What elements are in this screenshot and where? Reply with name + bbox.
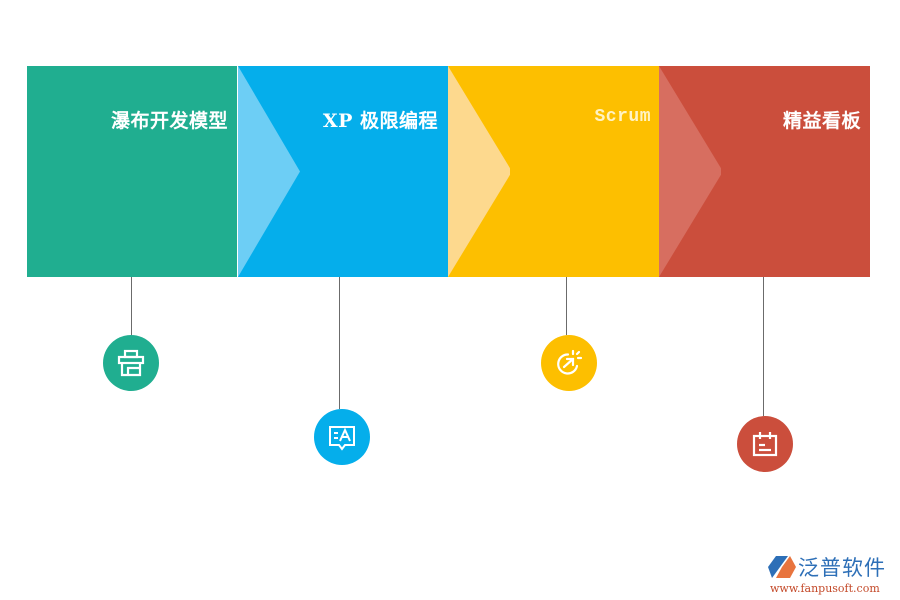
connector-line [763,277,764,416]
stage-title: 瀑布开发模型 [110,110,228,132]
stage-xp-panel: XP 极限编程 [238,66,448,277]
toolbox-icon [117,349,145,377]
connector-line [131,277,132,335]
stage-title: Scrum [594,107,651,127]
translate-chat-icon [329,426,355,451]
chevron-arrow-icon [238,66,300,277]
sprint-refresh-icon [557,349,583,375]
watermark-logo: 泛普软件 www.fanpusoft.com [768,552,894,596]
calendar-board-icon [752,432,778,457]
stage-scrum-panel: Scrum [448,66,659,277]
connector-line [566,277,567,335]
chevron-arrow-icon [659,66,721,277]
stage-kanban-panel: 精益看板 [659,66,870,277]
stage-title: XP 极限编程 [322,110,438,132]
connector-line [339,277,340,409]
stage-waterfall-panel: 瀑布开发模型 [27,66,237,277]
brand-url: www.fanpusoft.com [770,582,880,595]
stage-xp-node [314,409,370,465]
brand-logo-icon [768,556,796,578]
stage-kanban-node [737,416,793,472]
stage-title: 精益看板 [782,110,861,132]
chevron-arrow-icon [448,66,510,277]
stage-waterfall-node [103,335,159,391]
stage-scrum-node [541,335,597,391]
brand-name: 泛普软件 [798,556,886,580]
